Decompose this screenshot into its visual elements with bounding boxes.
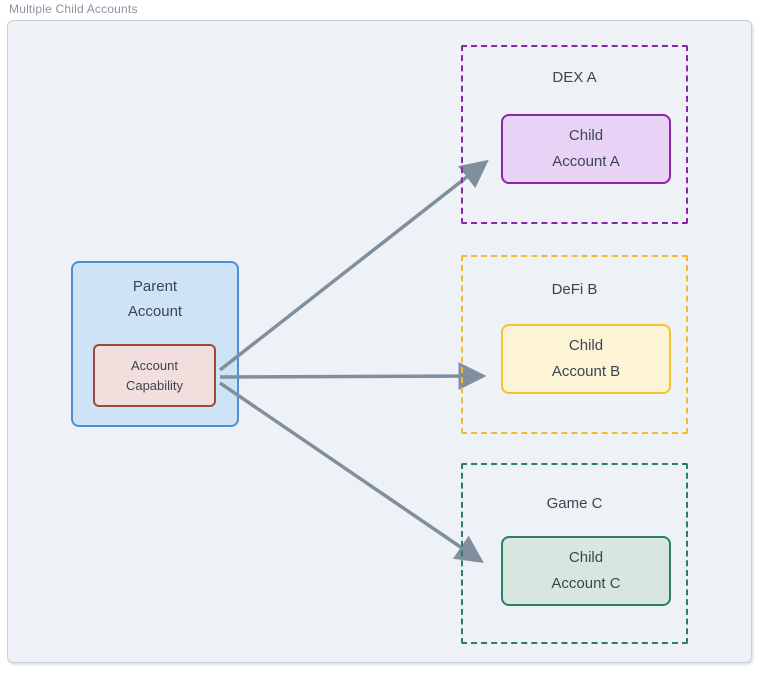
group-game-c: Game C Child Account C xyxy=(461,463,688,644)
child-account-b-box: Child Account B xyxy=(501,324,671,394)
group-defi-b-title: DeFi B xyxy=(551,281,598,298)
group-dex-a-title: DEX A xyxy=(552,69,597,86)
diagram-title: Multiple Child Accounts xyxy=(9,2,138,16)
group-dex-a: DEX A Child Account A xyxy=(461,45,688,224)
arrow-to-child-account-c xyxy=(219,381,484,563)
parent-account-label: Parent Account xyxy=(127,278,183,320)
arrow-to-child-account-a xyxy=(218,159,489,372)
group-game-c-title: Game C xyxy=(546,495,603,512)
child-account-c-box: Child Account C xyxy=(501,536,671,606)
arrow-to-child-account-b xyxy=(219,362,487,391)
child-account-a-box: Child Account A xyxy=(501,114,671,184)
account-capability-box: Account Capability xyxy=(93,344,216,407)
group-defi-b: DeFi B Child Account B xyxy=(461,255,688,434)
diagram-panel: Parent Account Account Capability DEX A … xyxy=(7,20,752,663)
